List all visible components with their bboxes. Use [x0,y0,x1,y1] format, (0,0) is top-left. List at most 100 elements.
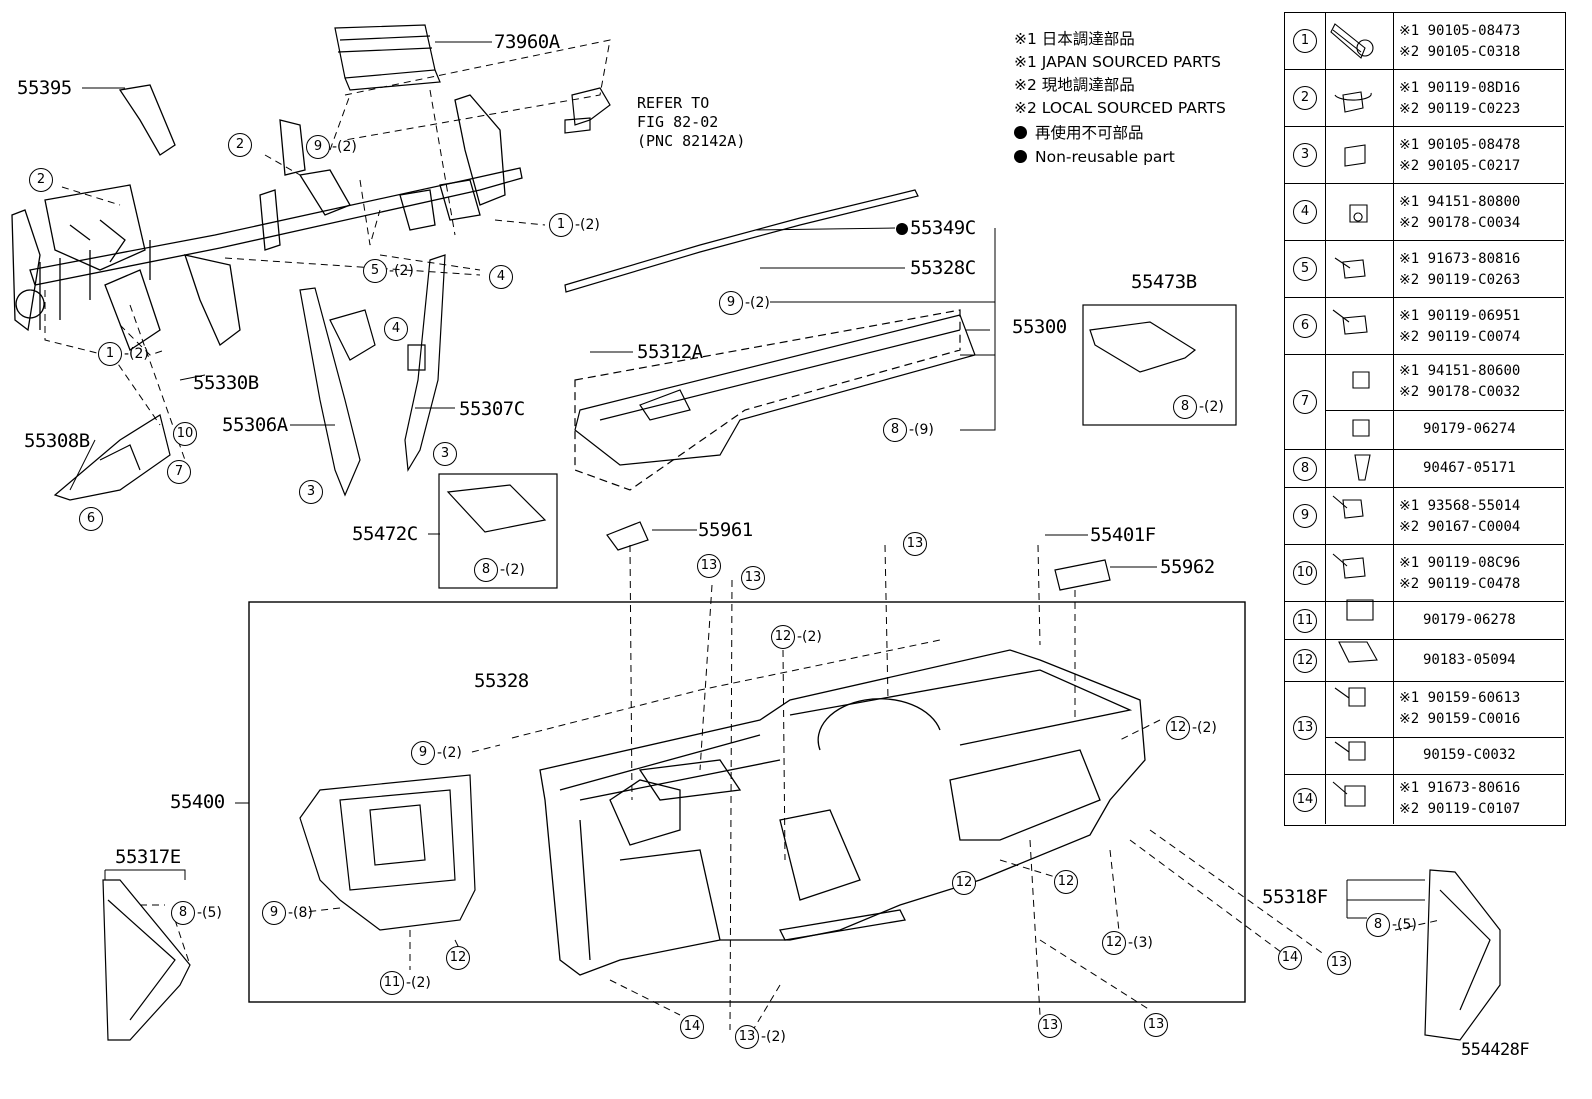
speed-nut-icon [1325,640,1394,681]
part-label-55961[interactable]: 55961 [698,519,753,541]
callout-7[interactable]: 7 [167,460,193,484]
figure-id: 554428F [1461,1040,1530,1060]
part-label-55400[interactable]: 55400 [170,791,225,813]
bolt-long-icon [1325,13,1394,69]
note-nonreusable-en: Non-reusable part [1014,148,1175,166]
instrument-panel-body [539,649,1146,976]
screw-icon [1325,737,1394,774]
u-nut-icon [1325,602,1394,639]
note-jp-sourced-en: ※1 JAPAN SOURCED PARTS [1014,53,1221,71]
callout-13[interactable]: 13 [1038,1014,1064,1038]
part-label-55308B[interactable]: 55308B [24,430,90,452]
callout-12[interactable]: 12-(2) [1166,716,1217,740]
callout-13[interactable]: 13 [697,554,723,578]
callout-8[interactable]: 8-(9) [883,418,934,442]
screw-icon [1325,682,1394,738]
part-label-55473B[interactable]: 55473B [1131,271,1197,293]
callout-1[interactable]: 1-(2) [98,342,149,366]
callout-3[interactable]: 3 [433,442,459,466]
note-local-sourced-en: ※2 LOCAL SOURCED PARTS [1014,99,1226,117]
part-label-55306A[interactable]: 55306A [222,414,288,436]
callout-6[interactable]: 6 [79,507,105,531]
legend-row-12[interactable]: 12 90183-05094 [1285,640,1564,682]
callout-2[interactable]: 2 [29,168,55,192]
legend-row-6[interactable]: 6 ※1 90119-06951※2 90119-C0074 [1285,298,1564,355]
legend-row-7[interactable]: 7 ※1 94151-80600※2 90178-C0032 90179-062… [1285,355,1564,450]
legend-row-14[interactable]: 14 ※1 91673-80616※2 90119-C0107 [1285,775,1564,824]
callout-9[interactable]: 9-(8) [262,901,313,925]
legend-row-11[interactable]: 11 90179-06278 [1285,602,1564,640]
bolt-icon [1325,775,1394,824]
nonreusable-dot-icon [1014,126,1027,139]
legend-row-2[interactable]: 2 ※1 90119-08D16※2 90119-C0223 [1285,70,1564,127]
part-label-55349C[interactable]: 55349C [896,218,976,238]
callout-8[interactable]: 8-(5) [171,901,222,925]
part-label-55300[interactable]: 55300 [1012,316,1067,338]
callout-9[interactable]: 9-(2) [719,291,770,315]
bolt-icon [1325,298,1394,354]
callout-8[interactable]: 8-(2) [1173,395,1224,419]
callout-3[interactable]: 3 [299,480,325,504]
part-label-55330B[interactable]: 55330B [193,372,259,394]
part-label-55962[interactable]: 55962 [1160,556,1215,578]
part-label-55472C[interactable]: 55472C [352,523,418,545]
callout-12[interactable]: 12 [952,871,978,895]
nonreusable-dot-icon [896,223,908,235]
part-label-55328C[interactable]: 55328C [910,257,976,279]
callout-13[interactable]: 13-(2) [735,1025,786,1049]
flange-bolt-icon [1325,70,1394,126]
nut-icon [1325,184,1394,240]
legend-row-8[interactable]: 8 90467-05171 [1285,450,1564,488]
part-label-73960A[interactable]: 73960A [494,31,560,53]
callout-9[interactable]: 9-(2) [411,741,462,765]
legend-row-10[interactable]: 10 ※1 90119-08C96※2 90119-C0478 [1285,545,1564,602]
legend-row-9[interactable]: 9 ※1 93568-55014※2 90167-C0004 [1285,488,1564,545]
callout-4[interactable]: 4 [489,265,515,289]
callout-5[interactable]: 5-(2) [363,259,414,283]
nonreusable-dot-icon [1014,150,1027,163]
bolt-short-icon [1325,127,1394,183]
callout-13[interactable]: 13 [741,566,767,590]
callout-9[interactable]: 9-(2) [306,135,357,159]
legend-row-1[interactable]: 1 ※1 90105-08473※2 90105-C0318 [1285,13,1564,70]
callout-13[interactable]: 13 [1327,951,1353,975]
callout-14[interactable]: 14 [680,1015,706,1039]
callout-12[interactable]: 12-(3) [1102,931,1153,955]
callout-8[interactable]: 8-(5) [1366,913,1417,937]
part-label-55312A[interactable]: 55312A [637,341,703,363]
callout-8[interactable]: 8-(2) [474,558,525,582]
bolt-icon [1325,241,1394,297]
screw-icon [1325,488,1394,544]
callout-12[interactable]: 12 [446,946,472,970]
part-label-55395[interactable]: 55395 [17,77,72,99]
note-nonreusable-jp: 再使用不可部品 [1014,124,1144,142]
nut-icon [1325,410,1394,449]
callout-14[interactable]: 14 [1278,946,1304,970]
instrument-panel-reinforcement [11,84,523,351]
legend-row-4[interactable]: 4 ※1 94151-80800※2 90178-C0034 [1285,184,1564,241]
part-label-55318F[interactable]: 55318F [1262,886,1328,908]
callout-13[interactable]: 13 [903,532,929,556]
refer-to-figure-note: REFER TO FIG 82-02 (PNC 82142A) [637,94,746,150]
part-label-55307C[interactable]: 55307C [459,398,525,420]
callout-1[interactable]: 1-(2) [549,213,600,237]
note-jp-sourced-jp: ※1 日本調達部品 [1014,30,1135,48]
legend-row-5[interactable]: 5 ※1 91673-80816※2 90119-C0263 [1285,241,1564,298]
callout-12[interactable]: 12 [1054,870,1080,894]
part-label-55317E[interactable]: 55317E [115,846,181,868]
note-local-sourced-jp: ※2 現地調達部品 [1014,76,1135,94]
clip-icon [1325,450,1394,487]
callout-2[interactable]: 2 [228,133,254,157]
callout-13[interactable]: 13 [1144,1013,1170,1037]
nut-icon [1325,355,1394,411]
callout-10[interactable]: 10 [173,422,199,446]
callout-11[interactable]: 11-(2) [380,971,431,995]
legend-row-3[interactable]: 3 ※1 90105-08478※2 90105-C0217 [1285,127,1564,184]
callout-4[interactable]: 4 [384,317,410,341]
part-label-55401F[interactable]: 55401F [1090,524,1156,546]
flange-bolt-icon [1325,545,1394,601]
callout-12[interactable]: 12-(2) [771,625,822,649]
legend-row-13[interactable]: 13 ※1 90159-60613※2 90159-C0016 90159-C0… [1285,682,1564,775]
part-label-55328[interactable]: 55328 [474,670,529,692]
